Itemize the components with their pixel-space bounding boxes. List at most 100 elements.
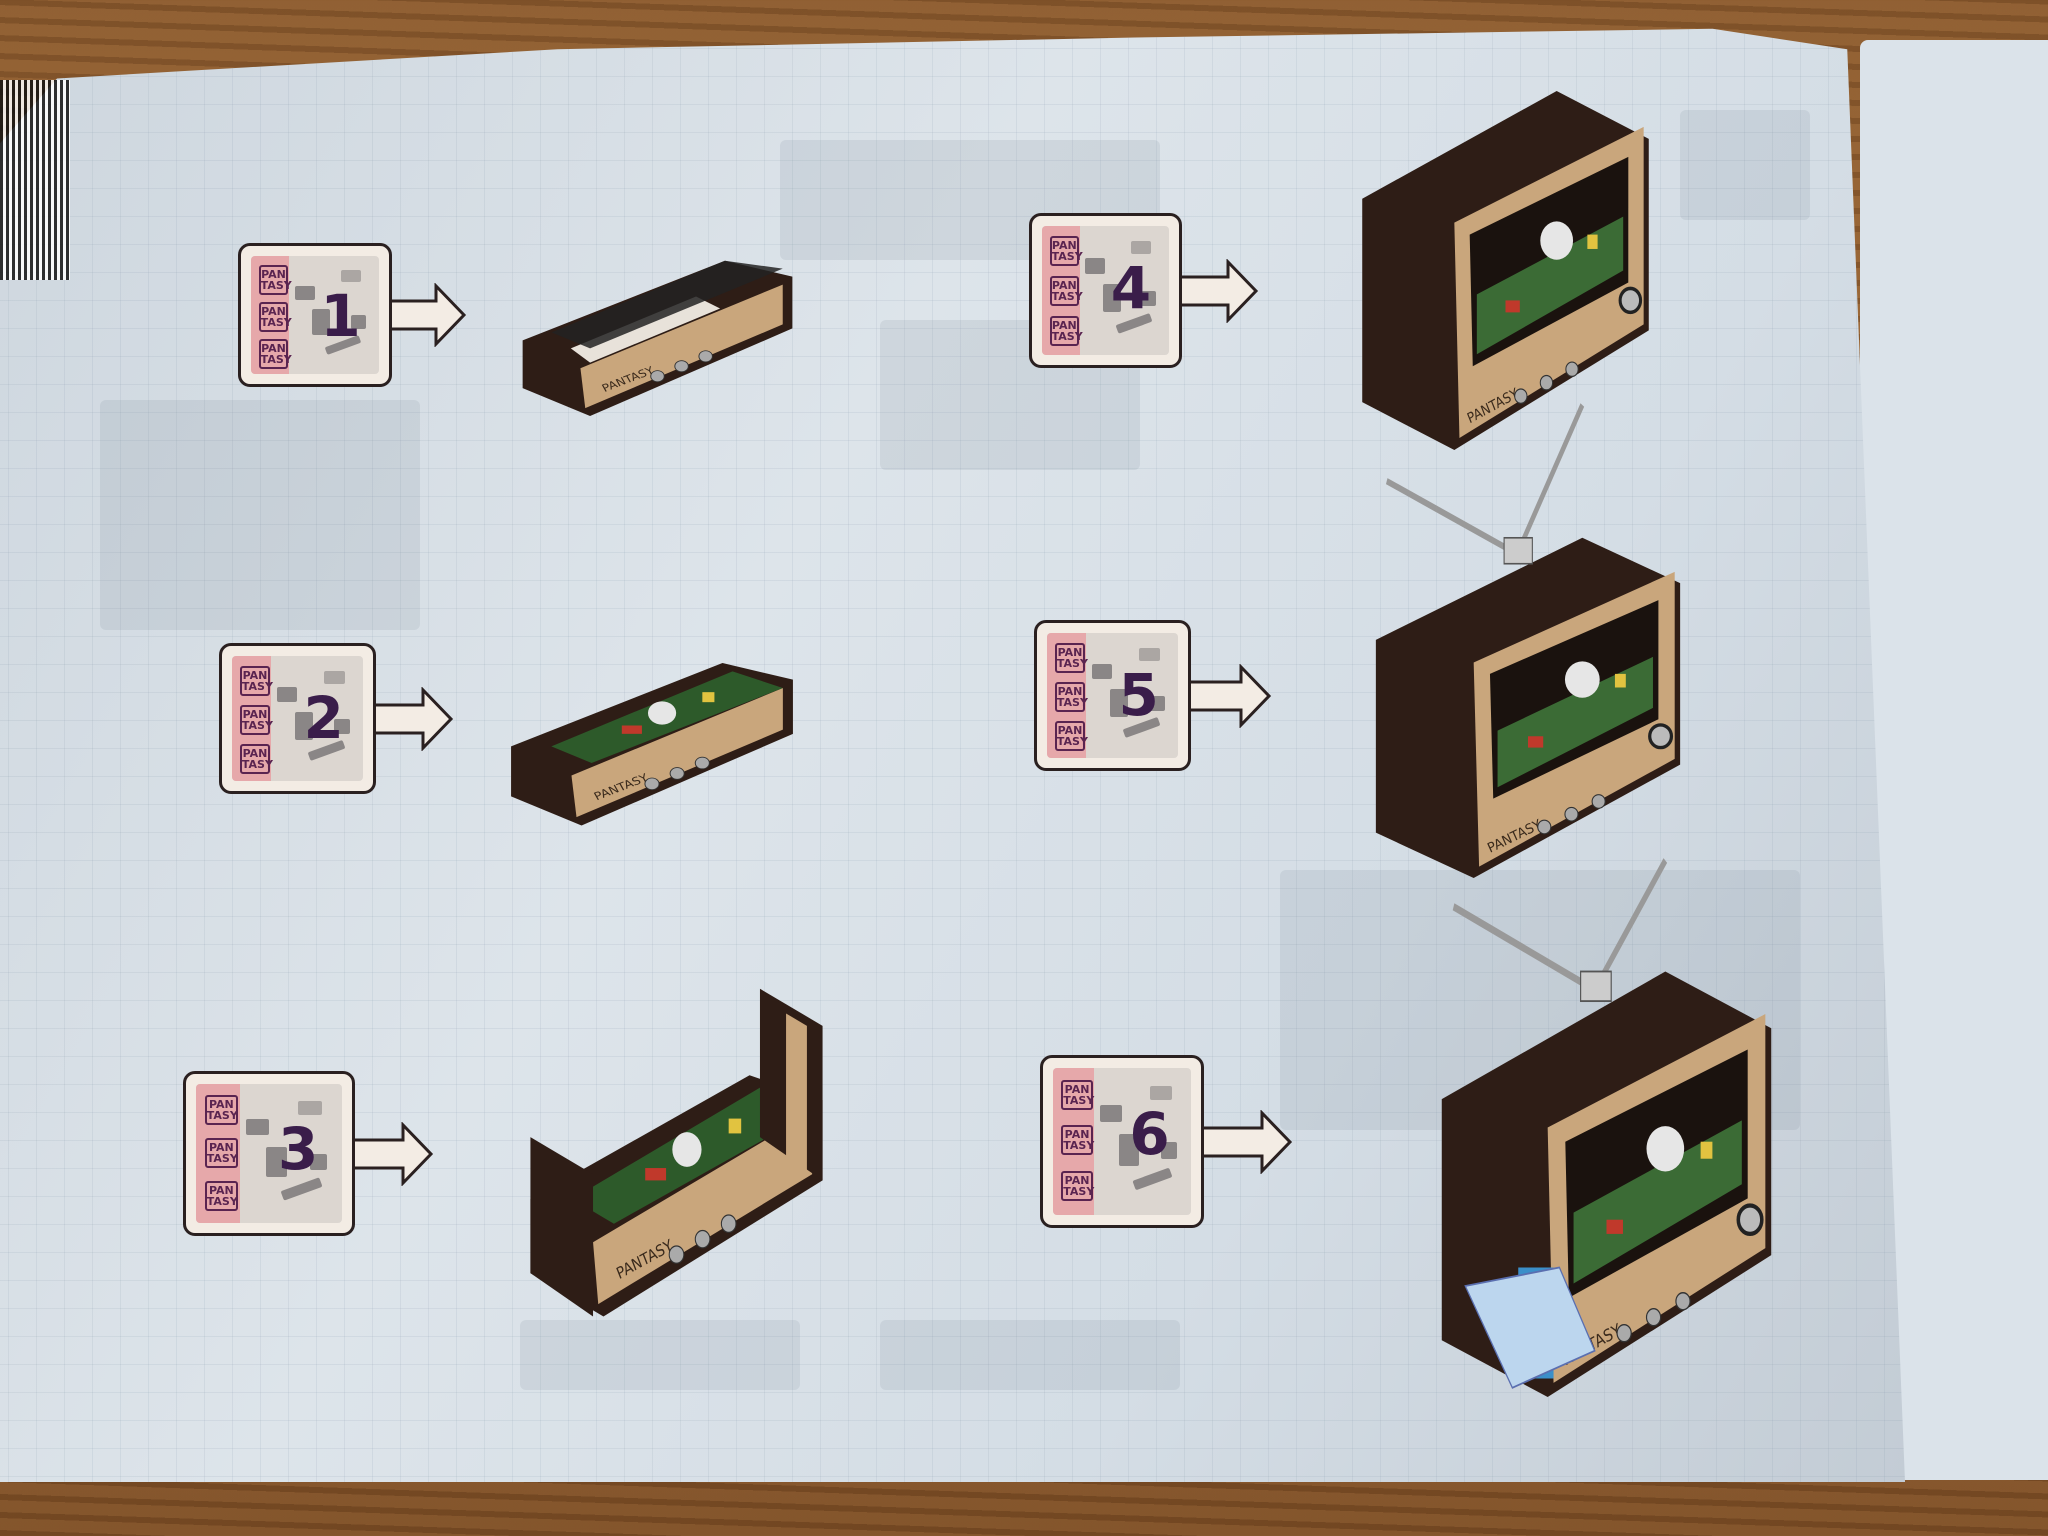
logo-text: PAN [242,669,268,682]
knob [1645,1307,1662,1327]
arrow-right-icon [370,686,454,751]
logo-text: TASY [260,279,292,293]
logo-text: TASY [241,757,273,771]
knob [694,756,710,770]
logo-text: PAN [208,1098,234,1112]
side-wall [530,1137,594,1317]
step-number: 5 [1118,660,1159,729]
logo-text: TASY [1056,734,1088,748]
knob [694,1229,711,1249]
brick-piece [312,309,331,336]
logo-text: TASY [206,1152,238,1166]
brick-piece [1119,1134,1139,1167]
logo-text: PAN [261,305,286,319]
brick-piece [1149,1085,1172,1101]
knob [720,1214,737,1233]
arrow-right-icon [1198,1109,1293,1174]
logo-text: PAN [1064,1128,1090,1142]
brick-piece [1132,1167,1173,1191]
logo-text: PAN [1064,1173,1090,1187]
brick-piece [1091,664,1113,680]
brick-piece [1130,241,1152,255]
front-panel [571,688,783,818]
bag-label-strip [1047,633,1087,758]
model-illustration-step-2: PANTASY [501,588,803,842]
logo-text: TASY [1063,1184,1095,1198]
show-through-caption [880,1320,1180,1390]
front-panel [593,1112,813,1305]
show-through-caption [520,1320,800,1390]
barcode-sticker [0,80,70,280]
dial [1736,1203,1764,1237]
model-illustration-step-6: PANTASY [1430,842,1783,1401]
brick-piece [323,671,345,684]
dial [1648,723,1674,750]
logo-text: TASY [241,718,273,732]
bag-label-strip [1042,226,1081,355]
knob [644,777,660,791]
knob [669,767,685,780]
brick-piece [1138,648,1160,661]
show-through-block [100,400,420,630]
tv-scene [1497,656,1653,788]
logo-text: PAN [1051,319,1077,333]
brick-piece [350,315,367,330]
arrow-right-icon [386,283,467,347]
logo-text: TASY [1063,1139,1095,1153]
logo-text: PAN [242,746,268,760]
logo-text: TASY [1056,657,1088,670]
model-illustration-step-3: PANTASY [520,964,833,1339]
bag-label-strip [1053,1068,1095,1215]
step-number: 4 [1110,254,1152,323]
brick-piece [1141,290,1157,306]
knob [1591,794,1606,809]
logo-text: PAN [1057,646,1083,659]
logo-text: TASY [1051,290,1083,304]
brick-piece [1109,689,1129,717]
brick-piece [1099,1104,1122,1123]
brick-piece [266,1146,287,1178]
knob [1514,388,1528,404]
front-panel [580,284,783,409]
logo-text: TASY [1051,250,1083,264]
knob [1616,1323,1632,1343]
antenna [1452,858,1668,994]
knob [1564,806,1579,822]
brick-piece [1149,695,1165,711]
logo-text: TASY [260,316,292,330]
knob [698,350,713,363]
logo-text: PAN [242,707,268,721]
step-number: 2 [303,683,344,752]
logo-text: TASY [1056,695,1088,709]
step-number: 1 [320,281,361,350]
brick-piece [245,1118,269,1136]
knob [674,360,689,373]
brick-piece [1102,284,1121,313]
model-illustration-step-1: PANTASY [513,189,802,432]
tv-scene [1573,1120,1742,1284]
step-number: 6 [1129,1100,1170,1169]
brick-piece [294,285,315,300]
bag-label-strip [196,1084,240,1223]
